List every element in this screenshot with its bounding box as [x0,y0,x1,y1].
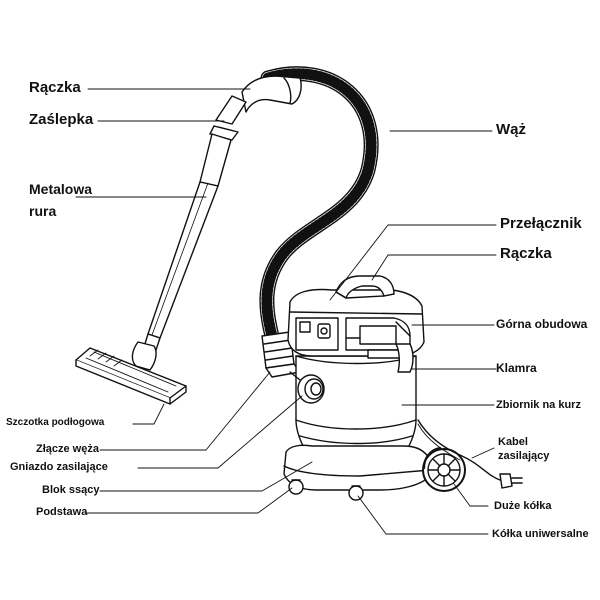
label-metal-tube-1: Metalowa [29,181,93,197]
metal-tube [143,133,232,351]
clamp [395,343,414,373]
label-dust-tank: Zbiornik na kurz [496,399,581,411]
suction-inlet [289,371,325,404]
label-end-cap: Zaślepka [29,111,94,128]
label-switch: Przełącznik [500,215,582,232]
hose-handle [209,75,302,141]
label-caster-wheels: Kółka uniwersalne [492,528,589,540]
power-cable [417,419,523,489]
caster-wheels [288,479,364,501]
top-housing [287,288,425,359]
label-power-socket: Gniazdo zasilające [10,461,108,473]
label-base: Podstawa [36,506,88,518]
label-power-cable-1: Kabel [498,436,528,448]
big-wheel [422,446,466,492]
label-hose: Wąż [496,121,526,138]
label-metal-tube-2: rura [29,203,57,219]
label-handle-top: Rączka [29,79,81,96]
leader-lines [75,88,497,535]
label-handle-right: Rączka [500,245,552,262]
label-hose-connector: Złącze węża [36,443,99,455]
hose [259,66,379,348]
carry-handle [335,275,395,299]
label-power-cable-2: zasilający [498,450,550,462]
label-floor-brush: Szczotka podłogowa [6,417,105,428]
base [283,444,431,491]
hose-connector [261,331,301,378]
label-top-housing: Górna obudowa [496,317,588,331]
label-suction-block: Blok ssący [42,484,100,496]
floor-brush [75,341,187,405]
label-clamp: Klamra [496,361,537,375]
label-big-wheels: Duże kółka [494,500,552,512]
